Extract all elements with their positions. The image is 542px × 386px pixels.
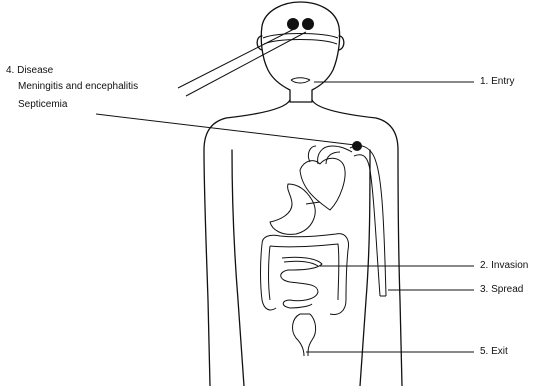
leader-meningitis-line-2 [186, 32, 306, 96]
heart [300, 146, 352, 210]
rectum [293, 314, 316, 356]
small-intestine [281, 257, 322, 308]
label-entry: 1. Entry [480, 77, 514, 87]
label-disease: 4. Disease [6, 66, 53, 76]
label-meningitis: Meningitis and encephalitis [18, 82, 138, 92]
label-spread: 3. Spread [480, 285, 523, 295]
infection-site-dots-icon [287, 18, 314, 30]
large-intestine [261, 234, 349, 315]
label-septicemia: Septicemia [18, 100, 67, 110]
leader-meningitis-line [178, 28, 296, 88]
stomach [270, 184, 320, 234]
label-exit: 5. Exit [480, 347, 508, 357]
mouth [291, 78, 310, 83]
leader-lines [96, 28, 474, 352]
label-invasion: 2. Invasion [480, 261, 528, 271]
